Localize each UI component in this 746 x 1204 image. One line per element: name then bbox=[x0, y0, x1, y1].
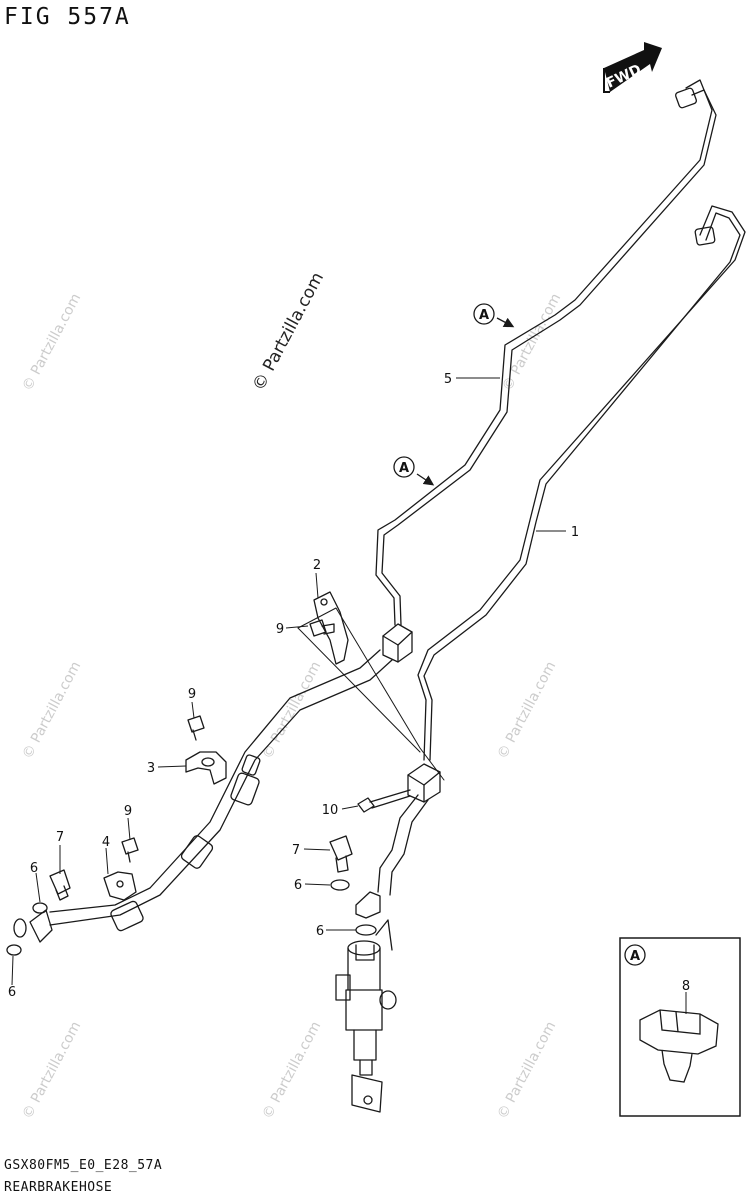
bolt-9-lower bbox=[121, 837, 139, 863]
rear-master-cylinder bbox=[335, 919, 397, 1113]
figure-title: FIG 557A bbox=[4, 4, 131, 30]
rear-brake-hose-short bbox=[355, 794, 429, 919]
brake-pipe-1 bbox=[417, 205, 746, 761]
banjo-bolt-7-left bbox=[49, 869, 71, 901]
marker-A bbox=[393, 303, 646, 966]
watermark: © Partzilla.com bbox=[259, 659, 324, 762]
watermark: © Partzilla.com bbox=[19, 659, 84, 762]
watermark: © Partzilla.com bbox=[19, 291, 84, 394]
callout-9: 9 bbox=[188, 687, 196, 702]
watermark-group: © Partzilla.com © Partzilla.com © Partzi… bbox=[19, 269, 564, 1122]
callout-group: 1 2 3 4 5 6 6 6 6 7 7 8 9 9 9 10 bbox=[8, 372, 690, 1000]
brake-pipe-5 bbox=[375, 79, 717, 626]
callout-6: 6 bbox=[8, 985, 16, 1000]
diagram-caption: REARBRAKEHOSE bbox=[4, 1180, 113, 1195]
callout-9: 9 bbox=[276, 622, 284, 637]
callout-4: 4 bbox=[102, 835, 110, 850]
bolt-9-upper bbox=[309, 619, 335, 637]
watermark: © Partzilla.com bbox=[19, 1019, 84, 1122]
pipe-joint-lower bbox=[407, 763, 441, 803]
watermark: © Partzilla.com bbox=[259, 1019, 324, 1122]
callout-8: 8 bbox=[682, 979, 690, 994]
model-code: GSX80FM5_E0_E28_57A bbox=[4, 1158, 163, 1173]
bolt-9-middle bbox=[187, 715, 205, 741]
callout-7: 7 bbox=[292, 843, 300, 858]
clamp-3 bbox=[185, 751, 227, 785]
banjo-bolt-7-right bbox=[329, 835, 353, 873]
marker-A-label: A bbox=[630, 949, 640, 964]
callout-3: 3 bbox=[147, 761, 155, 776]
bolt-10 bbox=[357, 789, 411, 813]
callout-2: 2 bbox=[313, 558, 321, 573]
callout-6: 6 bbox=[316, 924, 324, 939]
detail-inset-A bbox=[619, 937, 741, 1117]
callout-10: 10 bbox=[322, 803, 339, 818]
washer-6 bbox=[330, 879, 350, 891]
pipe-clip-8 bbox=[639, 1009, 719, 1083]
callout-6: 6 bbox=[294, 878, 302, 893]
leader-lines bbox=[11, 377, 687, 1014]
washer-6 bbox=[6, 944, 22, 956]
callout-7: 7 bbox=[56, 830, 64, 845]
marker-A-label: A bbox=[479, 308, 489, 323]
watermark-main: © Partzilla.com bbox=[249, 269, 328, 394]
callout-5: 5 bbox=[444, 372, 452, 387]
watermark: © Partzilla.com bbox=[494, 1019, 559, 1122]
washer-6 bbox=[355, 924, 377, 936]
callout-1: 1 bbox=[571, 525, 579, 540]
washer-6 bbox=[32, 902, 48, 914]
callout-9: 9 bbox=[124, 804, 132, 819]
pipe-joint-upper bbox=[382, 623, 413, 663]
callout-6: 6 bbox=[30, 861, 38, 876]
marker-A-label: A bbox=[399, 461, 409, 476]
rear-brake-hose-long bbox=[13, 649, 393, 943]
fwd-arrow-icon: FWD bbox=[603, 42, 662, 93]
bracket-2 bbox=[313, 591, 349, 665]
bracket-4 bbox=[103, 871, 137, 901]
watermark: © Partzilla.com bbox=[494, 659, 559, 762]
